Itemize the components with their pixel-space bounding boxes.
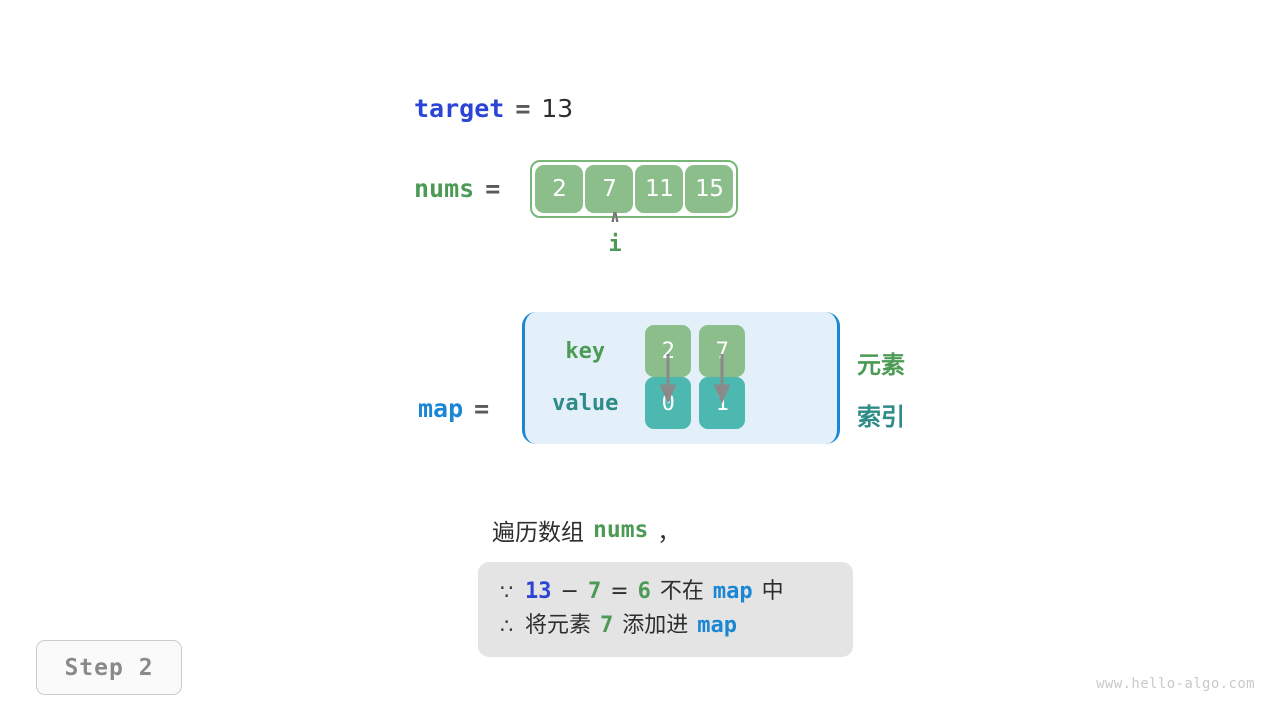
caption-line: 遍历数组 nums ，	[492, 513, 680, 547]
note2-text2: 添加进	[622, 613, 689, 638]
reasoning-line-2: ∴ 将元素 7 添加进 map	[478, 609, 853, 643]
nums-row: nums = 2 7 11 15	[414, 160, 739, 218]
array-cell: 15	[685, 165, 734, 213]
target-value: 13	[541, 94, 574, 123]
map-value-label: value	[552, 390, 619, 416]
note2-text: 将元素	[525, 613, 592, 638]
nums-variable-name: nums	[414, 174, 475, 203]
map-key-slots: 2 7	[645, 325, 746, 377]
watermark: www.hello-algo.com	[1096, 676, 1255, 692]
array-cell: 7	[585, 165, 634, 213]
caption-suffix: ，	[657, 520, 681, 546]
nums-label: nums =	[414, 174, 500, 204]
nums-equals-sign: =	[485, 174, 501, 203]
index-pointer: ∧ i	[595, 208, 635, 257]
map-equals-sign: =	[474, 393, 490, 423]
note1-equals: =	[610, 579, 629, 604]
note1-target: 13	[525, 579, 552, 604]
pointer-label: i	[608, 232, 622, 257]
target-variable-name: target	[414, 94, 505, 123]
map-value-cell: 1	[699, 377, 746, 429]
note2-number: 7	[600, 613, 614, 638]
therefore-symbol: ∴	[500, 614, 514, 638]
note1-minus: −	[560, 579, 579, 604]
note1-result: 6	[637, 579, 651, 604]
side-label-element: 元素	[857, 350, 905, 379]
map-key-label: key	[565, 338, 606, 364]
reasoning-note-box: ∵ 13 − 7 = 6 不在 map 中 ∴ 将元素 7 添加进 map	[478, 562, 853, 657]
note2-map: map	[697, 613, 738, 638]
map-row: map = key 2 7 value 0 1	[418, 312, 841, 444]
caption-prefix: 遍历数组	[492, 520, 584, 546]
map-key-cell: 2	[645, 325, 692, 377]
caption-variable: nums	[593, 517, 649, 543]
target-equals-sign: =	[515, 94, 531, 123]
map-key-row: key 2 7	[525, 325, 837, 377]
array-cell: 11	[635, 165, 684, 213]
map-variable-name: map	[418, 393, 464, 423]
map-value-cell: 0	[645, 377, 692, 429]
side-label-index: 索引	[857, 402, 905, 431]
map-container: key 2 7 value 0 1	[522, 312, 841, 444]
map-side-labels: 元素 索引	[857, 336, 905, 440]
map-value-row: value 0 1	[525, 377, 837, 429]
array-cell: 2	[535, 165, 584, 213]
note1-tail: 中	[761, 579, 784, 604]
step-badge: Step 2	[36, 640, 182, 695]
map-value-slots: 0 1	[645, 377, 746, 429]
nums-array-container: 2 7 11 15	[530, 160, 739, 218]
map-key-cell: 7	[699, 325, 746, 377]
note1-map: map	[712, 579, 753, 604]
caret-up-icon: ∧	[609, 207, 621, 227]
reasoning-line-1: ∵ 13 − 7 = 6 不在 map 中	[478, 575, 853, 609]
map-label: map =	[418, 394, 489, 423]
note1-text: 不在	[659, 579, 704, 604]
note1-current: 7	[587, 579, 602, 604]
map-rows: key 2 7 value 0 1	[525, 312, 837, 444]
target-row: target = 13	[414, 94, 573, 124]
because-symbol: ∵	[500, 580, 514, 604]
